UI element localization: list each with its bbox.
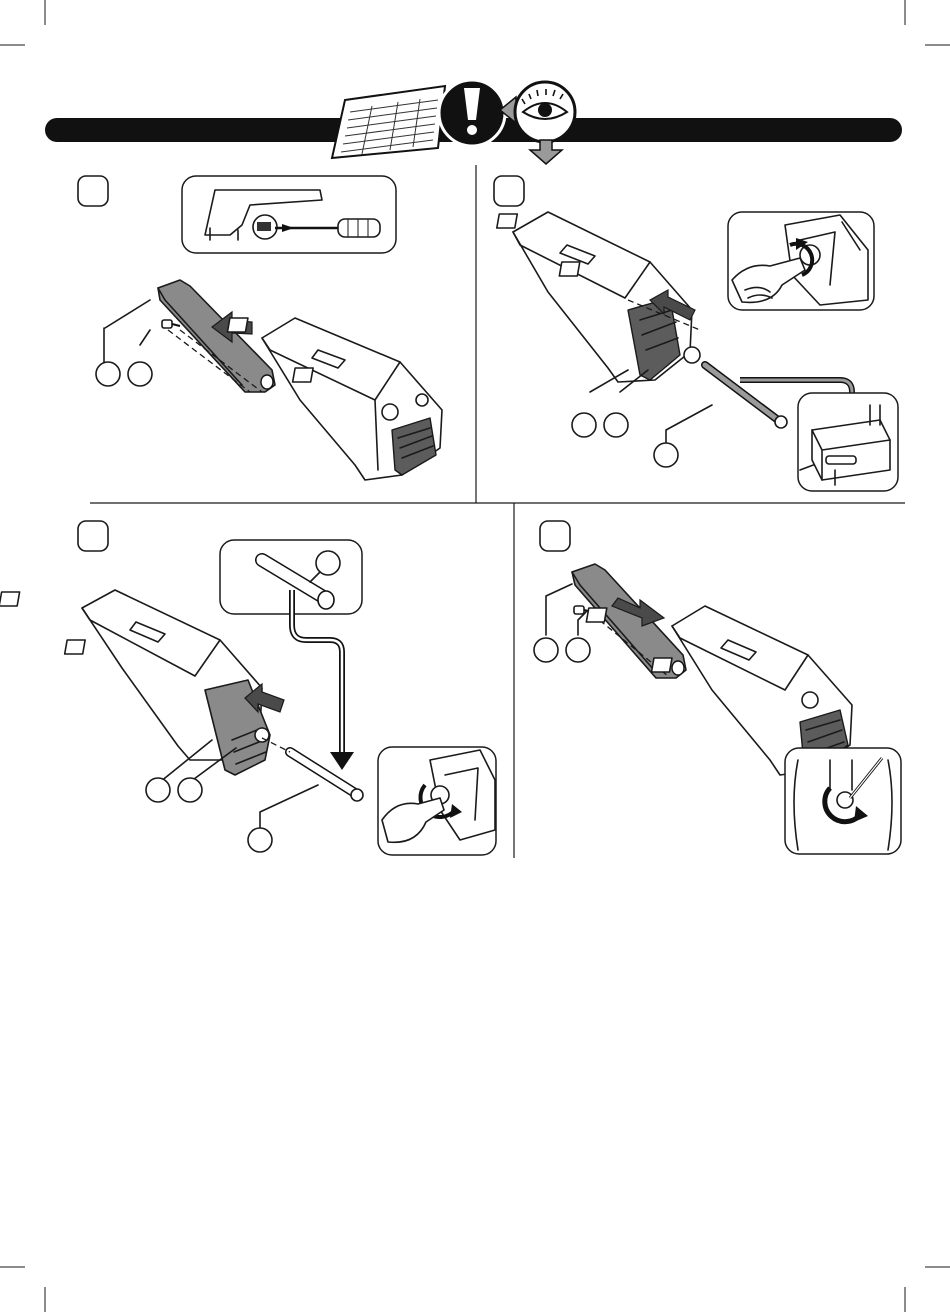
storage-drawer-callout — [798, 393, 898, 491]
screw-part — [162, 320, 180, 328]
part-number-badge — [654, 443, 678, 467]
hex-key-callout — [728, 212, 874, 310]
part-number-badge — [572, 413, 596, 437]
roof-rack-foot — [0, 590, 270, 775]
part-number-badge — [534, 638, 558, 662]
step-2-panel — [494, 176, 898, 491]
part-number-badge — [96, 362, 120, 386]
screwdriver-callout — [182, 176, 396, 253]
step-2-badge — [494, 176, 524, 206]
step-1-badge — [78, 176, 108, 206]
step-1-panel — [78, 176, 442, 480]
fitting-table-sheet-icon — [332, 86, 445, 158]
arrow-down-icon — [530, 140, 562, 164]
part-number-badge — [146, 778, 170, 802]
step-3-badge — [78, 521, 108, 551]
part-number-badge — [248, 828, 272, 852]
step-3-panel — [0, 521, 496, 855]
end-cap — [158, 280, 275, 392]
part-number-badge — [566, 638, 590, 662]
eye-icon — [515, 82, 575, 142]
roof-rack-foot — [227, 318, 442, 480]
exclamation-icon — [439, 80, 505, 146]
part-number-badge — [128, 362, 152, 386]
part-number-badge — [178, 778, 202, 802]
part-number-badge — [604, 413, 628, 437]
step-4-badge — [540, 521, 570, 551]
pin-part — [705, 365, 787, 428]
roof-rack-foot — [497, 212, 700, 382]
step-4-panel — [534, 521, 901, 854]
rotate-icon — [785, 748, 901, 854]
hex-key-callout — [378, 747, 496, 855]
